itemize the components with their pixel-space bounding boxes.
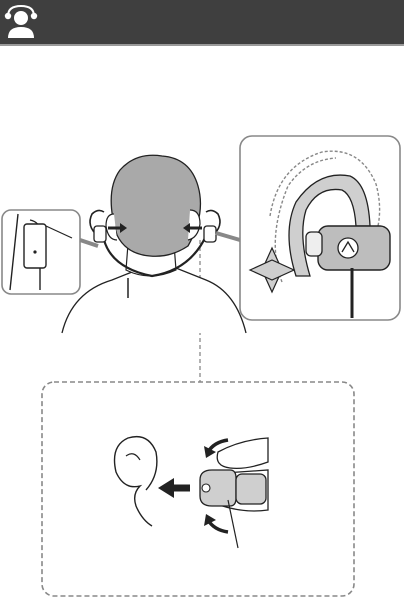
- ear-tip-insertion-panel: [42, 382, 354, 596]
- cable-clip-detail-panel: [2, 210, 98, 294]
- earhook-right: [204, 210, 220, 242]
- earhook-adjust-detail-panel: [216, 136, 400, 320]
- earhook-left: [90, 210, 106, 242]
